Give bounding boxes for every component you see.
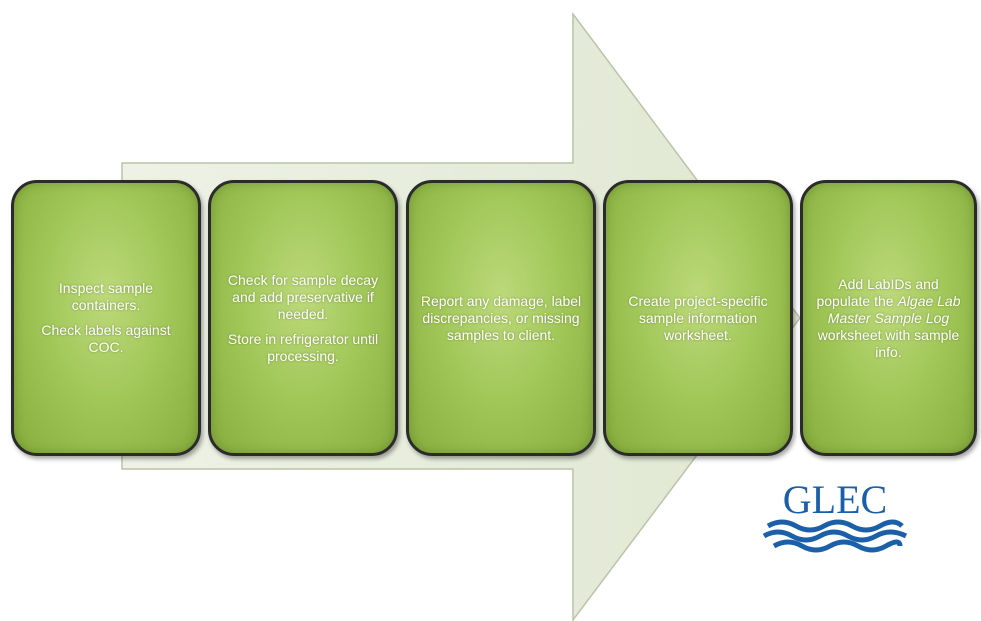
- logo-wordmark: GLEC: [782, 477, 888, 522]
- step-5-log-name: Algae Lab Master Sample Log: [827, 292, 961, 326]
- step-5-text-after: worksheet with sample info.: [817, 326, 960, 360]
- step-2-box: Check for sample decay and add preservat…: [208, 180, 398, 456]
- step-2-text-b: Store in refrigerator until processing.: [227, 330, 379, 364]
- step-2-text-a: Check for sample decay and add preservat…: [227, 271, 379, 322]
- step-3-box: Report any damage, label discrepancies, …: [406, 180, 596, 456]
- step-5-box: Add LabIDs and populate the Algae Lab Ma…: [800, 180, 977, 456]
- step-1-text-b: Check labels against COC.: [41, 322, 171, 355]
- step-3-text: Report any damage, label discrepancies, …: [420, 292, 582, 343]
- step-1-box: Inspect sample containers. Check labels …: [11, 180, 201, 456]
- wave-icon: [762, 519, 908, 553]
- step-1-text-a: Inspect sample containers.: [58, 280, 154, 313]
- step-5-text: Add LabIDs and populate the Algae Lab Ma…: [813, 276, 964, 361]
- step-4-box: Create project-specific sample informati…: [603, 180, 793, 456]
- step-4-text: Create project-specific sample informati…: [628, 292, 768, 343]
- step-5-text-before: Add LabIDs and populate the: [816, 275, 939, 309]
- glec-logo: GLEC: [760, 478, 910, 558]
